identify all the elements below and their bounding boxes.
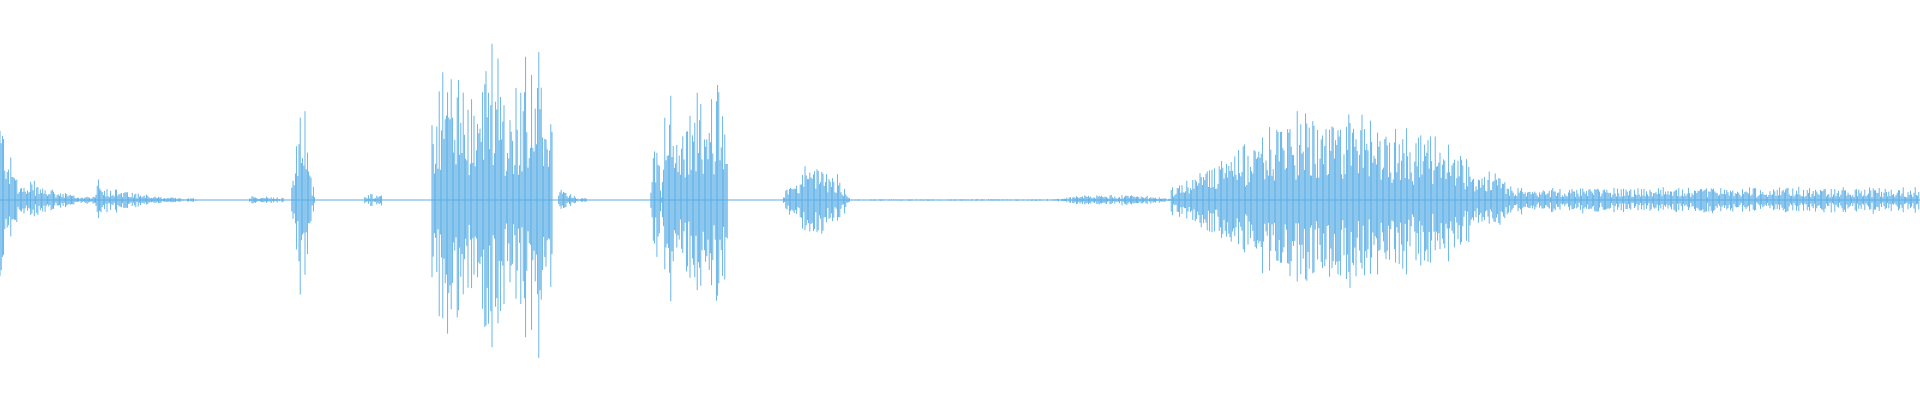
- waveform-bars: [0, 43, 1920, 358]
